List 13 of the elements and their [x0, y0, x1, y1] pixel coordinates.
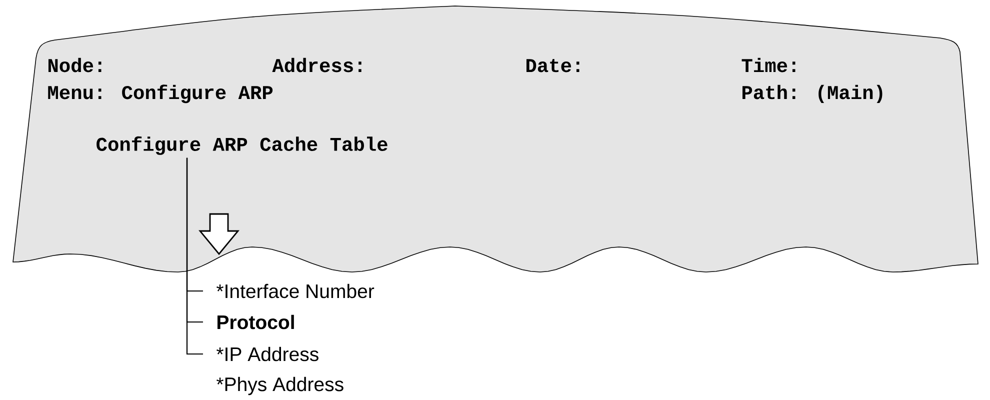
- tree-item: *Interface Number: [216, 284, 374, 298]
- field-label: Date:: [526, 59, 580, 72]
- menu-item: Configure ARP Cache Table: [96, 136, 388, 155]
- field-label: Address:: [272, 58, 362, 72]
- field-label: Path: (Main): [742, 84, 882, 104]
- field-label: Time:: [742, 58, 796, 72]
- field-label: Menu: Configure ARP: [48, 84, 273, 104]
- field-label: Node:: [48, 58, 102, 72]
- tree-connector: [186, 158, 203, 355]
- tree-item: *Phys Address: [216, 376, 344, 396]
- screen-panel: [12, 6, 978, 272]
- tree-item: *IP Address: [216, 346, 318, 362]
- tree-item: Protocol: [218, 314, 294, 330]
